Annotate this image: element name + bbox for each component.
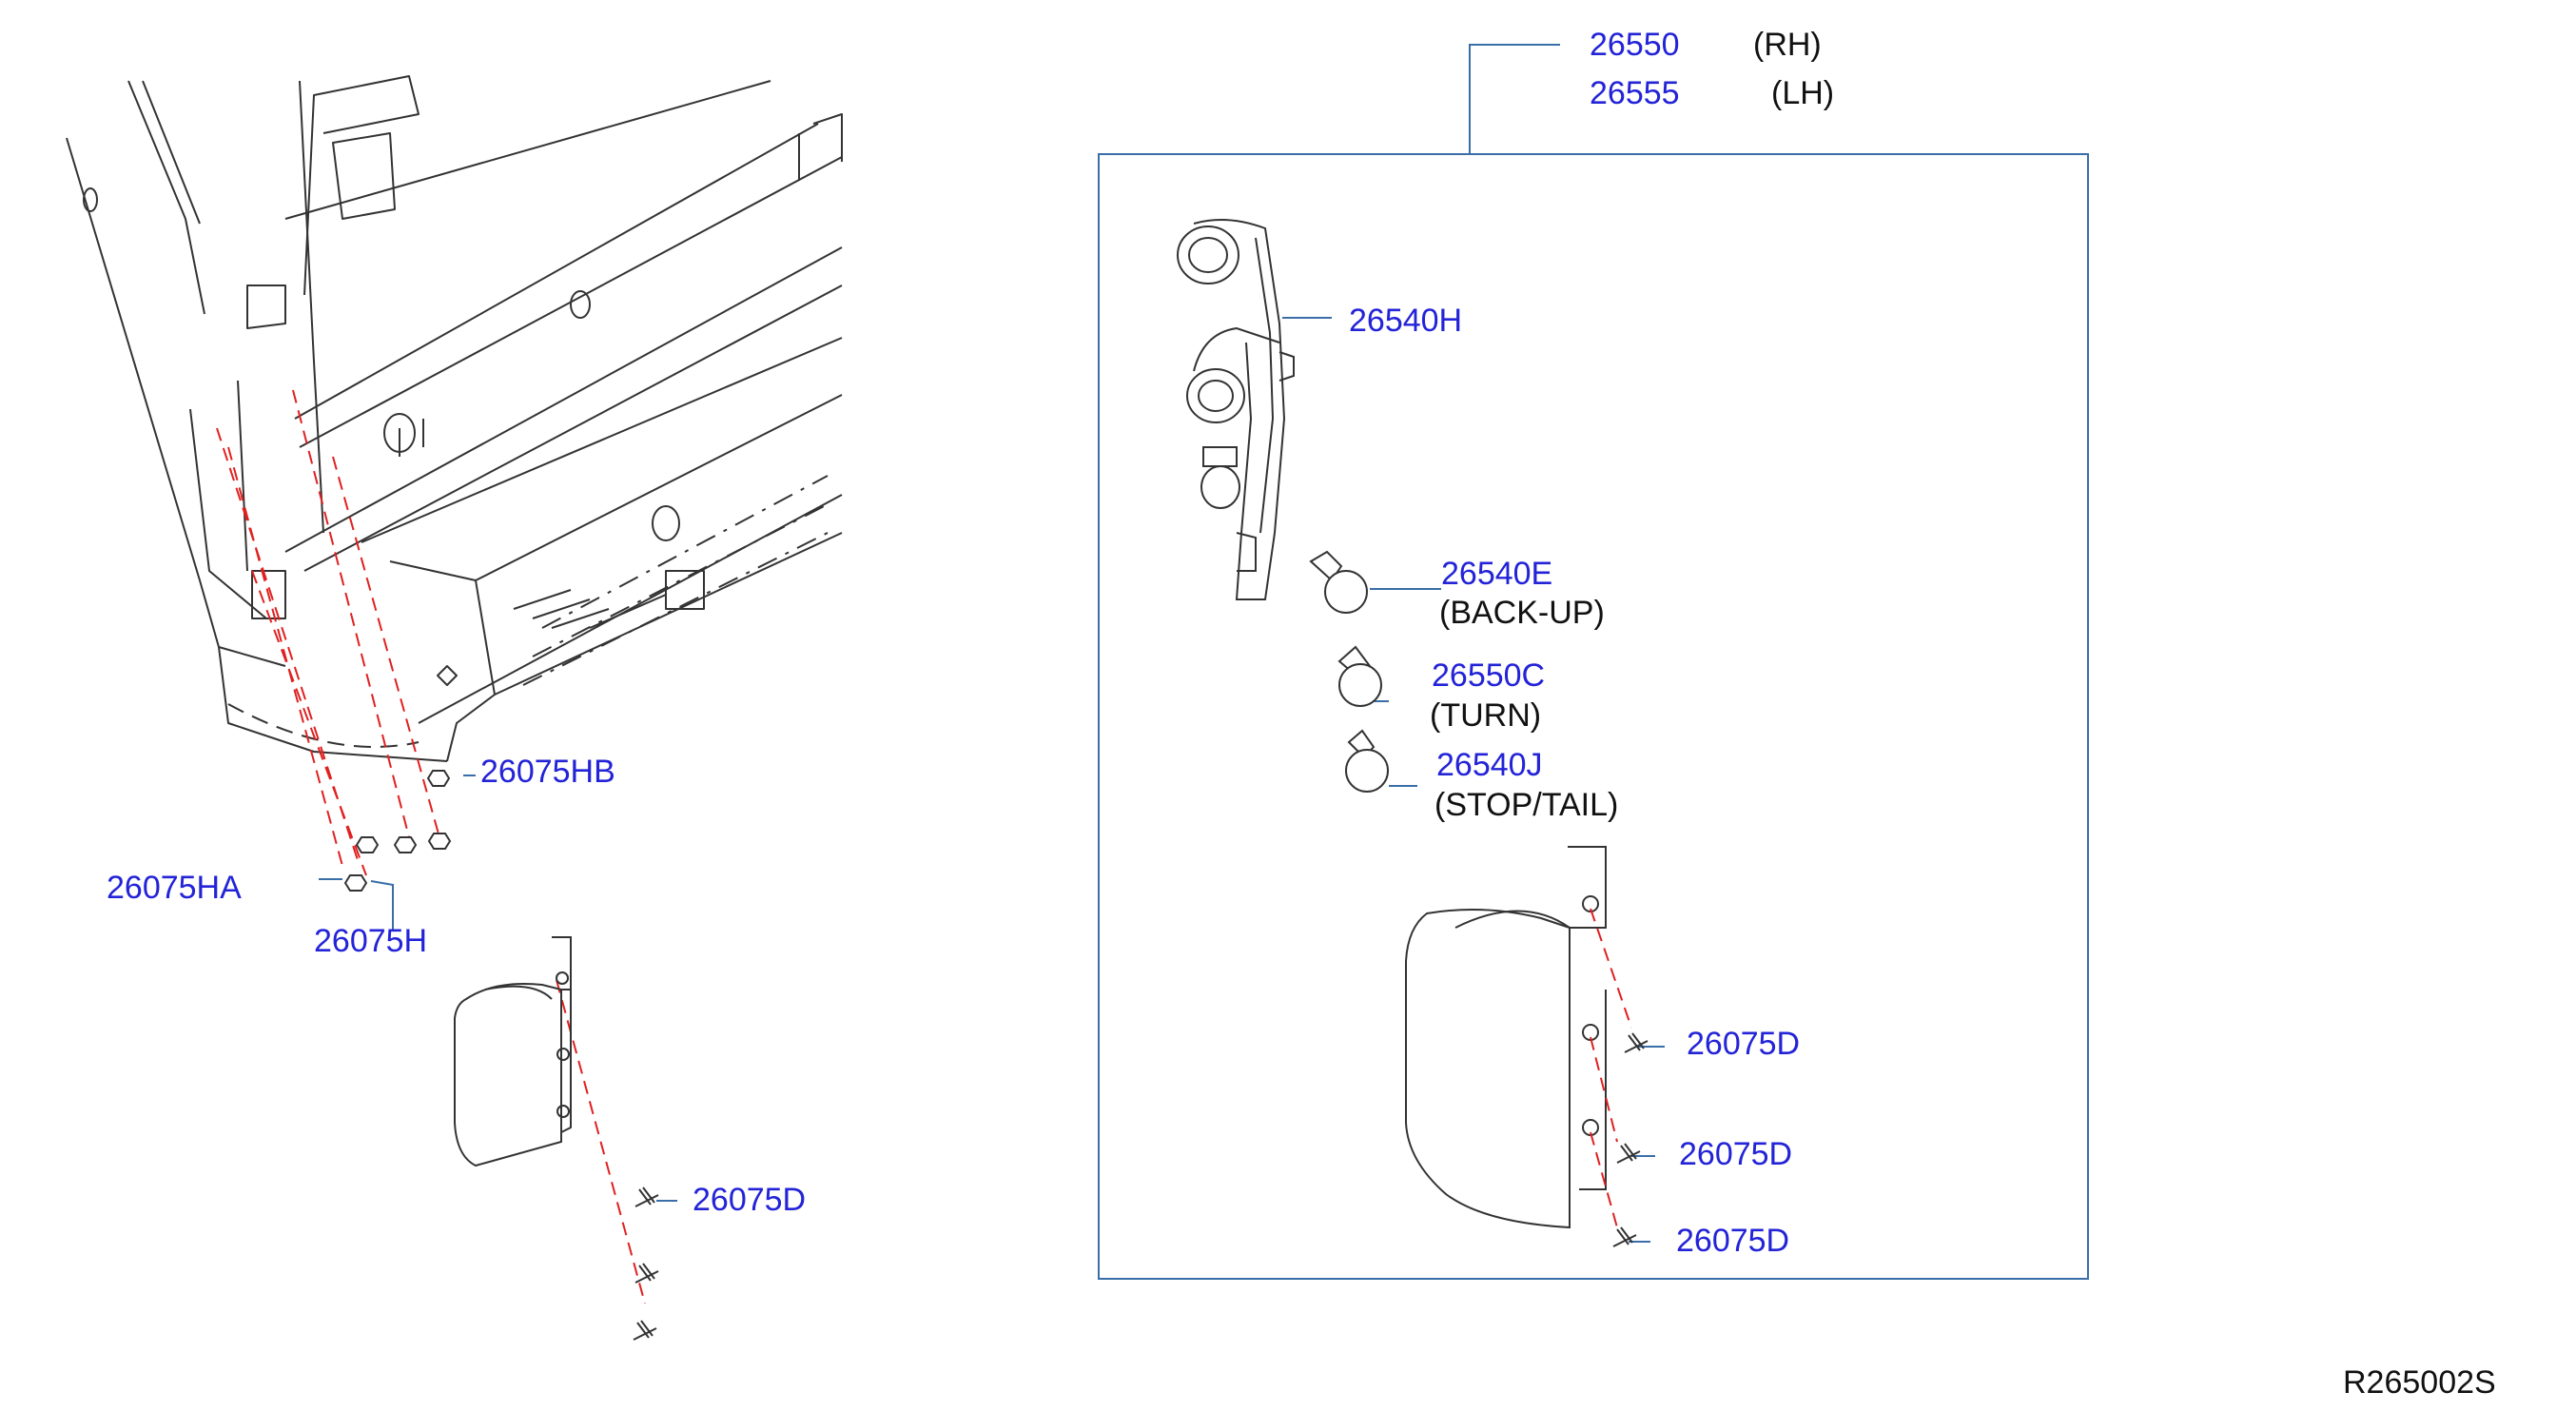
turn-bulb-icon — [1337, 645, 1382, 707]
stop-tail-bulb-icon — [1345, 729, 1389, 793]
assembly-rh-part-number: 26550 — [1590, 27, 1680, 63]
assembly-lh-part-number: 26555 — [1590, 75, 1680, 111]
callout-nut-h: 26075H — [314, 923, 428, 959]
left-screws — [633, 1186, 659, 1341]
left-rear-lamp — [454, 936, 572, 1167]
callout-nut-hb: 26075HB — [480, 754, 615, 790]
callout-stop-bulb: 26540J — [1436, 747, 1543, 783]
backup-bulb-icon — [1309, 550, 1368, 614]
callout-nut-ha: 26075HA — [107, 870, 242, 906]
nut-icon — [393, 836, 418, 853]
callout-turn-desc: (TURN) — [1430, 697, 1542, 734]
diagram-reference-code: R265002S — [2343, 1364, 2496, 1401]
assembly-box — [1098, 44, 2089, 1280]
nut-icon — [426, 770, 451, 787]
right-rear-lamp — [1405, 846, 1607, 1229]
nut-icon — [427, 833, 452, 850]
callout-turn-bulb: 26550C — [1432, 657, 1546, 694]
nut-fasteners — [343, 770, 452, 892]
left-guide-lines — [216, 389, 646, 1304]
callout-screw-box-2: 26075D — [1679, 1136, 1793, 1172]
callout-screw-box-3: 26075D — [1676, 1223, 1790, 1259]
right-guide-lines — [1590, 908, 1632, 1228]
callout-harness: 26540H — [1349, 303, 1463, 339]
callout-screw-left: 26075D — [693, 1182, 807, 1218]
callout-stop-desc: (STOP/TAIL) — [1434, 787, 1619, 823]
bulbs — [1309, 550, 1389, 793]
assembly-lh-side: (LH) — [1771, 75, 1835, 111]
assembly-rh-side: (RH) — [1753, 27, 1822, 63]
callout-screw-box-1: 26075D — [1687, 1026, 1801, 1062]
nut-icon — [343, 874, 368, 892]
callout-backup-desc: (BACK-UP) — [1439, 595, 1605, 631]
harness-assembly — [1177, 219, 1295, 600]
callout-backup-bulb: 26540E — [1441, 556, 1553, 592]
nut-icon — [355, 836, 380, 853]
right-screws — [1612, 1032, 1649, 1247]
vehicle-rear-body — [66, 75, 843, 762]
